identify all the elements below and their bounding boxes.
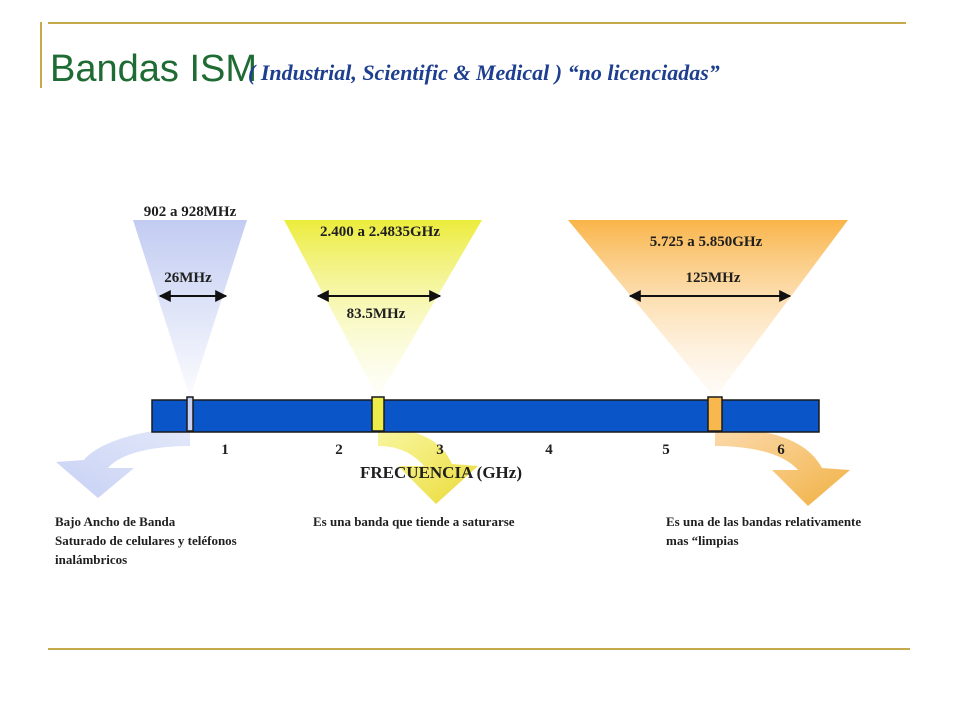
page-title: Bandas ISM — [50, 48, 257, 90]
band2-callout-arrow — [378, 428, 478, 504]
band2-cone — [284, 220, 482, 398]
band2-note: Es una banda que tiende a saturarse — [313, 514, 515, 529]
band1-note: Bajo Ancho de Banda Saturado de celulare… — [55, 514, 237, 567]
axis-title: FRECUENCIA (GHz) — [360, 463, 522, 482]
band3-range-label: 5.725 a 5.850GHz — [650, 234, 763, 250]
band1-marker — [186, 396, 194, 432]
band2-width-label: 83.5MHz — [347, 306, 406, 322]
axis-tick-5: 5 — [662, 442, 670, 458]
band1-range-label: 902 a 928MHz — [144, 204, 237, 220]
band3-cone — [568, 220, 848, 398]
axis-tick-1: 1 — [221, 442, 229, 458]
left-rule — [40, 22, 42, 88]
band1-width-label: 26MHz — [164, 270, 212, 286]
top-rule — [48, 22, 906, 24]
axis-tick-3: 3 — [436, 442, 444, 458]
page-subtitle: ( Industrial, Scientific & Medical ) “no… — [248, 60, 720, 85]
band1-cone — [133, 220, 247, 398]
band3-callout-arrow — [715, 428, 850, 506]
band3-width-label: 125MHz — [686, 270, 741, 286]
axis-tick-4: 4 — [545, 442, 553, 458]
bottom-rule — [48, 648, 910, 650]
band3-note: Es una de las bandas relativamente mas “… — [666, 514, 862, 548]
axis-tick-6: 6 — [777, 442, 785, 458]
axis-tick-2: 2 — [335, 442, 343, 458]
band2-marker — [371, 396, 385, 432]
band1-callout-arrow — [56, 428, 190, 498]
band2-range-label: 2.400 a 2.4835GHz — [320, 224, 440, 240]
band3-marker — [707, 396, 723, 432]
